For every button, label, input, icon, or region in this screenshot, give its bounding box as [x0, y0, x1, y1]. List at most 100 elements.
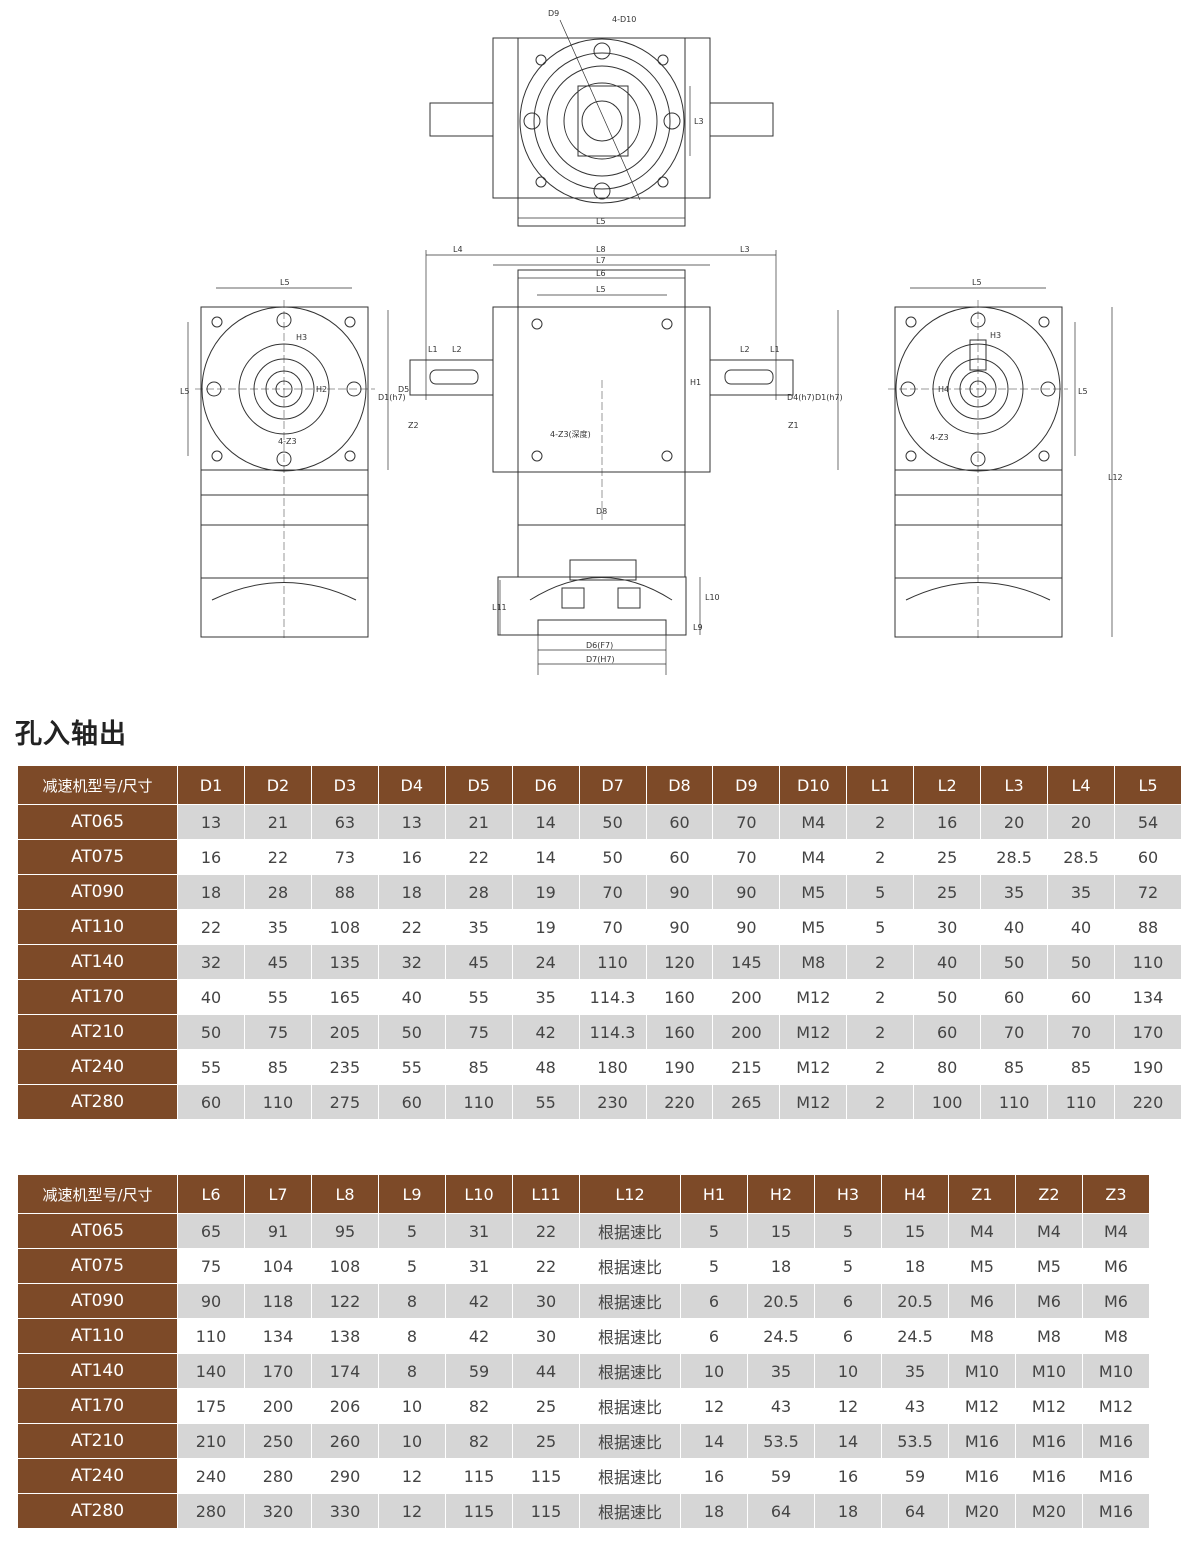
value-cell: 115: [513, 1459, 580, 1494]
value-cell: M4: [780, 805, 848, 840]
value-cell: 70: [713, 805, 781, 840]
value-cell: 82: [446, 1389, 513, 1424]
value-cell: 50: [1048, 945, 1115, 980]
value-cell: M16: [1016, 1424, 1083, 1459]
value-cell: M6: [1016, 1284, 1083, 1319]
value-cell: 175: [178, 1389, 245, 1424]
model-cell: AT210: [18, 1424, 178, 1459]
value-cell: 24.5: [882, 1319, 949, 1354]
value-cell: 28.5: [1048, 840, 1115, 875]
value-cell: M16: [949, 1459, 1016, 1494]
value-cell: 110: [981, 1085, 1049, 1120]
label-l1-left: L1: [428, 345, 438, 354]
value-cell: M20: [1016, 1494, 1083, 1529]
value-cell: 5: [379, 1249, 446, 1284]
value-cell: 18: [748, 1249, 815, 1284]
label-l4: L4: [453, 245, 463, 254]
value-cell: 22: [445, 840, 513, 875]
value-cell: 根据速比: [580, 1494, 681, 1529]
value-cell: 50: [579, 805, 647, 840]
value-cell: 60: [378, 1085, 446, 1120]
value-cell: 70: [981, 1015, 1049, 1050]
value-cell: 根据速比: [580, 1249, 681, 1284]
value-cell: 20: [1048, 805, 1115, 840]
value-cell: 104: [245, 1249, 312, 1284]
value-cell: 2: [847, 1015, 915, 1050]
value-cell: 165: [311, 980, 379, 1015]
value-cell: 206: [312, 1389, 379, 1424]
value-cell: 13: [378, 805, 446, 840]
value-cell: 55: [445, 980, 513, 1015]
value-cell: 215: [713, 1050, 781, 1085]
value-cell: M12: [780, 1050, 848, 1085]
value-cell: 42: [446, 1319, 513, 1354]
value-cell: 60: [914, 1015, 982, 1050]
value-cell: 59: [882, 1459, 949, 1494]
value-cell: 5: [681, 1249, 748, 1284]
value-cell: 19: [512, 875, 580, 910]
label-d7: D7(H7): [586, 655, 615, 664]
value-cell: 28: [245, 875, 312, 910]
value-cell: 90: [713, 875, 781, 910]
value-cell: 70: [713, 840, 781, 875]
label-d8: D8: [596, 507, 607, 516]
value-cell: 20: [981, 805, 1049, 840]
value-cell: 12: [379, 1494, 446, 1529]
value-cell: 根据速比: [580, 1459, 681, 1494]
value-cell: 35: [748, 1354, 815, 1389]
model-cell: AT075: [18, 840, 179, 875]
header-cell: L4: [1048, 766, 1115, 805]
value-cell: 63: [311, 805, 379, 840]
value-cell: 110: [245, 1085, 312, 1120]
value-cell: 10: [379, 1424, 446, 1459]
label-l8: L8: [596, 245, 606, 254]
value-cell: 230: [579, 1085, 647, 1120]
header-cell: D7: [579, 766, 647, 805]
label-l10: L10: [705, 593, 720, 602]
value-cell: M8: [949, 1319, 1016, 1354]
value-cell: 31: [446, 1249, 513, 1284]
value-cell: 55: [178, 1050, 245, 1085]
value-cell: 24: [512, 945, 580, 980]
value-cell: 114.3: [579, 980, 647, 1015]
value-cell: 16: [815, 1459, 882, 1494]
value-cell: 200: [245, 1389, 312, 1424]
value-cell: 14: [681, 1424, 748, 1459]
value-cell: 134: [245, 1319, 312, 1354]
value-cell: 250: [245, 1424, 312, 1459]
value-cell: 10: [681, 1354, 748, 1389]
value-cell: 108: [312, 1249, 379, 1284]
header-cell: D3: [311, 766, 379, 805]
value-cell: 30: [914, 910, 982, 945]
value-cell: 160: [646, 1015, 714, 1050]
value-cell: 根据速比: [580, 1424, 681, 1459]
value-cell: 14: [512, 840, 580, 875]
value-cell: M12: [780, 1085, 848, 1120]
value-cell: 55: [378, 1050, 446, 1085]
value-cell: 260: [312, 1424, 379, 1459]
value-cell: 55: [512, 1085, 580, 1120]
value-cell: M12: [780, 980, 848, 1015]
header-cell: L2: [914, 766, 982, 805]
value-cell: 170: [1114, 1015, 1182, 1050]
value-cell: 35: [882, 1354, 949, 1389]
value-cell: 220: [1114, 1085, 1182, 1120]
value-cell: 35: [981, 875, 1049, 910]
header-cell-model: 减速机型号/尺寸: [18, 766, 179, 805]
value-cell: 235: [311, 1050, 379, 1085]
value-cell: 220: [646, 1085, 714, 1120]
value-cell: 90: [646, 910, 714, 945]
header-cell: L1: [847, 766, 915, 805]
value-cell: 43: [748, 1389, 815, 1424]
value-cell: 210: [178, 1424, 245, 1459]
header-cell: H2: [748, 1175, 815, 1214]
label-l5-top: L5: [596, 217, 606, 226]
value-cell: 根据速比: [580, 1319, 681, 1354]
value-cell: 48: [512, 1050, 580, 1085]
value-cell: 64: [748, 1494, 815, 1529]
